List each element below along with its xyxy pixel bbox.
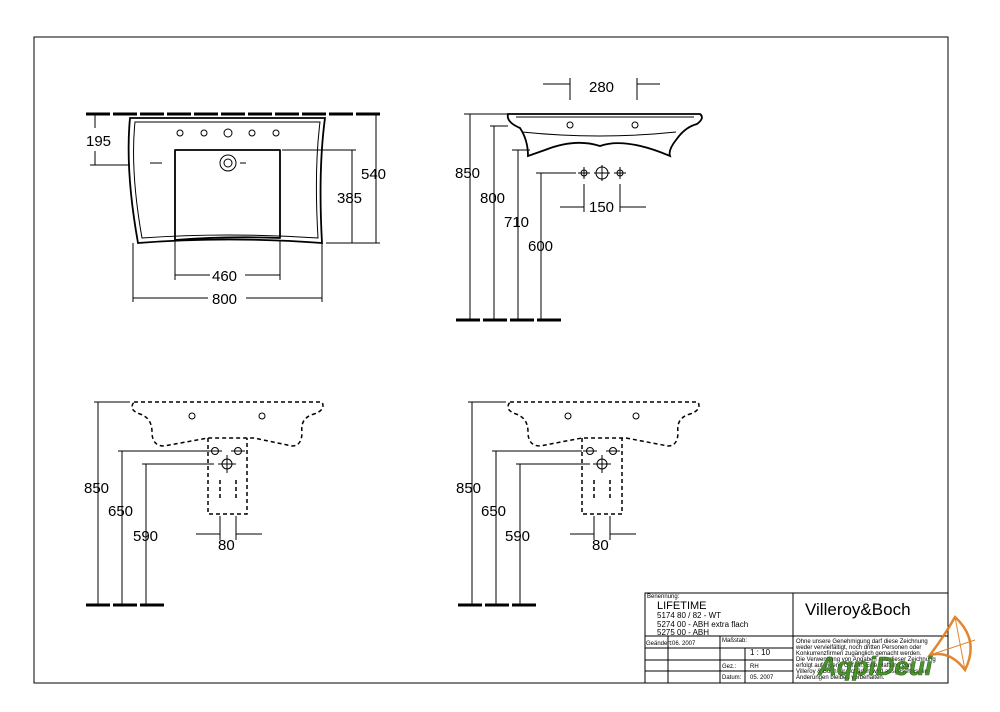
notice-line: Konkurrenzfirmen zugänglich gemacht werd… <box>796 651 922 657</box>
gez-label: Gez.: <box>722 664 737 670</box>
dim-850-fr: 850 <box>456 480 481 497</box>
front-view-left: 850 650 590 80 <box>84 401 324 607</box>
product-line3: 5275 00 - ABH <box>657 628 709 637</box>
notice-line: weder vervielfältigt, noch dritten Perso… <box>795 645 921 651</box>
dim-650-fl: 650 <box>108 503 133 520</box>
dim-460: 460 <box>212 268 237 285</box>
dim-850-fl: 850 <box>84 480 109 497</box>
notice-line: Ohne unsere Genehmigung darf diese Zeich… <box>796 639 928 645</box>
benennung-label: Benennung: <box>647 594 680 600</box>
notice-line: Villeroy & Boch für Schäden wird ausgesc… <box>796 669 930 675</box>
dim-800: 800 <box>212 291 237 308</box>
massstab-label: Maßstab: <box>722 638 747 644</box>
dim-80-fl: 80 <box>218 537 235 554</box>
dim-600: 600 <box>528 238 553 255</box>
dim-590-fr: 590 <box>505 528 530 545</box>
dim-150: 150 <box>589 199 614 216</box>
dim-280: 280 <box>589 79 614 96</box>
product-name: LIFETIME <box>657 600 707 612</box>
brand-name: Villeroy&Boch <box>805 600 911 619</box>
dim-800-side: 800 <box>480 190 505 207</box>
product-line1: 5174 80 / 82 - WT <box>657 611 721 620</box>
dim-590-fl: 590 <box>133 528 158 545</box>
watermark-text: AqpiDeui <box>817 651 933 681</box>
notice-line: Die Verwendung von Angaben aus dieser Ze… <box>796 657 936 663</box>
dim-80-fr: 80 <box>592 537 609 554</box>
dim-385: 385 <box>337 190 362 207</box>
notice-text: Ohne unsere Genehmigung darf diese Zeich… <box>795 639 936 681</box>
watermark-logo: AqpiDeui <box>817 615 976 681</box>
massstab-value: 1 : 10 <box>750 648 771 657</box>
dim-540: 540 <box>361 166 386 183</box>
dim-710: 710 <box>504 214 529 231</box>
top-view: 195 540 385 460 800 <box>86 112 386 308</box>
dim-850: 850 <box>455 165 480 182</box>
geaendert-label: Geändert: <box>646 641 673 647</box>
gez-value: RH <box>750 664 759 670</box>
dim-650-fr: 650 <box>481 503 506 520</box>
side-view: 280 150 850 800 710 600 <box>455 78 703 322</box>
title-block: Benennung: LIFETIME 5174 80 / 82 - WT 52… <box>644 592 949 684</box>
geaendert-value: 06. 2007 <box>672 641 696 647</box>
product-line2: 5274 00 - ABH extra flach <box>657 620 748 629</box>
dim-195: 195 <box>86 133 111 150</box>
datum-label: Datum: <box>722 675 742 681</box>
notice-line: Änderungen bleiben vorbehalten. <box>796 674 885 681</box>
front-view-right: 850 650 590 80 <box>456 401 700 607</box>
notice-line: erfolgt auf eigene Gefahr. Eine Haftung … <box>796 663 911 669</box>
datum-value: 05. 2007 <box>750 675 774 681</box>
sheet-border <box>33 36 949 684</box>
